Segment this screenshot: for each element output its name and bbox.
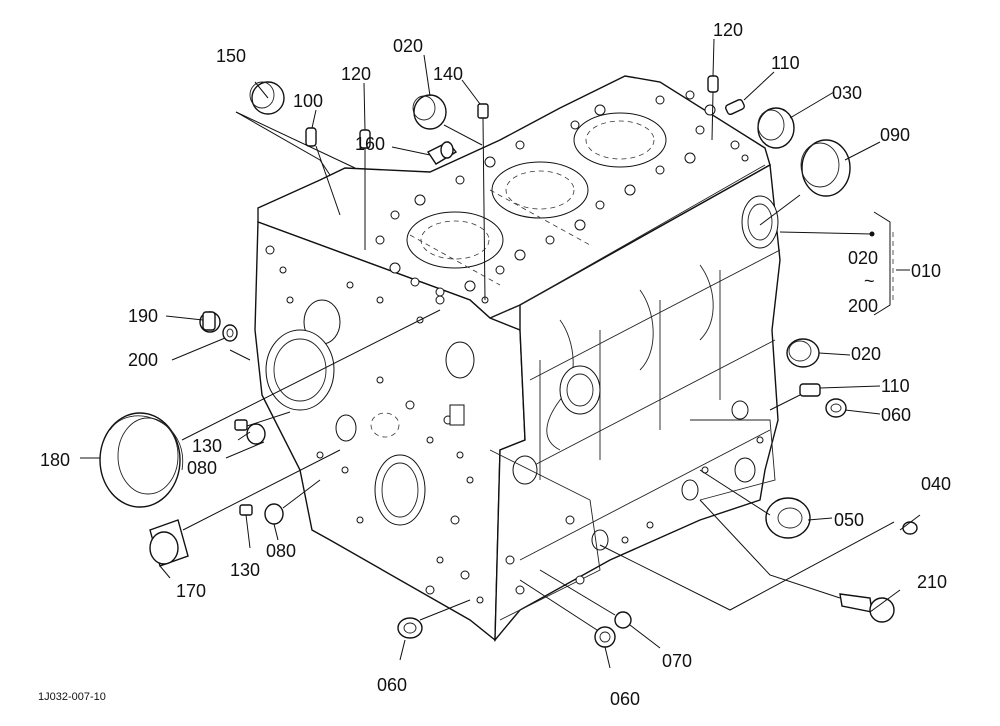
callout-050: 050 [834,510,864,530]
callout-080: 080 [266,541,296,561]
part-040-plug [902,521,918,535]
part-170-sleeve [149,519,189,567]
callout-110: 110 [881,376,910,396]
part-150-plug [249,81,285,115]
part-060-plug-b [397,617,423,639]
callout-080: 080 [187,458,217,478]
callout-150: 150 [216,46,246,66]
callout-tilde: ~ [864,271,875,291]
callout-070: 070 [662,651,692,671]
callout-010: 010 [911,261,941,281]
callout-060: 060 [881,405,911,425]
part-080-plug-b [264,503,284,525]
part-130-pin-b [239,504,253,516]
callout-200: 200 [848,296,878,316]
callout-130: 130 [230,560,260,580]
callout-200: 200 [128,350,158,370]
callout-labels: 150 100 120 020 140 120 110 030 090 160 … [40,20,951,709]
callout-040: 040 [921,474,951,494]
part-110-pin-a [725,98,745,116]
leader-lines [80,38,921,669]
part-030-plug [757,107,795,149]
part-100-pin [305,127,317,147]
callout-160: 160 [355,134,385,154]
callout-120: 120 [713,20,743,40]
part-050-plug [765,497,811,539]
part-020-plug-c [786,338,820,368]
callout-100: 100 [293,91,323,111]
group-bracket-010 [869,211,910,316]
callout-130: 130 [192,436,222,456]
part-120-pin-b [707,75,719,93]
part-060-plug-c [594,626,616,648]
callout-060: 060 [377,675,407,695]
part-080-plug-a [246,423,266,445]
callout-180: 180 [40,450,70,470]
part-200-washer [222,324,238,342]
callout-020: 020 [848,248,878,268]
callout-060: 060 [610,689,640,709]
callout-140: 140 [433,64,463,84]
part-110-pin-b [799,383,821,397]
part-180-seal-ring [99,412,184,508]
part-090-plug [800,139,851,197]
drawing-code: 1J032-007-10 [38,691,106,703]
part-160-fitting [426,141,458,165]
callout-110: 110 [771,53,800,73]
callout-210: 210 [917,572,947,592]
part-070-plug [614,611,632,629]
callout-030: 030 [832,83,862,103]
part-190-plug [199,311,221,333]
callout-170: 170 [176,581,206,601]
part-130-pin-a [234,419,248,431]
callout-020: 020 [393,36,423,56]
callout-090: 090 [880,125,910,145]
part-060-plug-a [825,398,847,418]
callout-020: 020 [851,344,881,364]
cylinder-block [254,75,781,642]
part-140-pin [477,103,489,119]
part-020-plug-a [412,94,447,130]
callout-120: 120 [341,64,371,84]
part-210-bolt [839,593,895,623]
callout-190: 190 [128,306,158,326]
